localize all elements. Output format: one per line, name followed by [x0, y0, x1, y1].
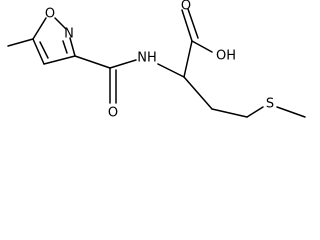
bond-cgamma-s [246, 106, 264, 118]
bond-cbeta-cgamma [211, 108, 248, 118]
atom-carbonyl-oxygen: O [181, 0, 191, 14]
atom-hydroxyl: OH [216, 49, 236, 64]
atom-amide-oxygen: O [108, 106, 118, 121]
bond-s-methyl [276, 106, 306, 118]
bond-c4-c5-inner [39, 41, 49, 59]
bonds [7, 8, 306, 118]
atom-amide-nitrogen: NH [137, 51, 157, 66]
bond-calpha-ccooh [183, 40, 193, 78]
bond-ccooh-oh [191, 40, 213, 53]
atom-ring-oxygen: O [45, 7, 55, 22]
bond-n-calpha [157, 63, 185, 78]
bond-c3-camide [74, 55, 111, 69]
bond-methyl-c5 [7, 38, 34, 47]
bond-o1-n2 [54, 17, 67, 30]
bond-c3-c4 [43, 55, 76, 65]
bond-c4-c5 [32, 38, 45, 65]
atom-labels: O N NH O O OH S [45, 0, 274, 121]
bond-ccooh-o-double [187, 8, 199, 39]
atom-ring-nitrogen: N [64, 27, 74, 42]
bond-n2-c3 [69, 37, 76, 57]
chemical-structure: O N NH O O OH S [7, 0, 306, 121]
bond-ccooh-o [181, 9, 193, 42]
bond-n2-c3-inner [62, 40, 68, 54]
bond-camide-n [109, 59, 137, 69]
atom-sulfur: S [266, 97, 274, 112]
bond-c5-o1 [32, 17, 47, 40]
bond-calpha-cbeta [183, 76, 213, 110]
